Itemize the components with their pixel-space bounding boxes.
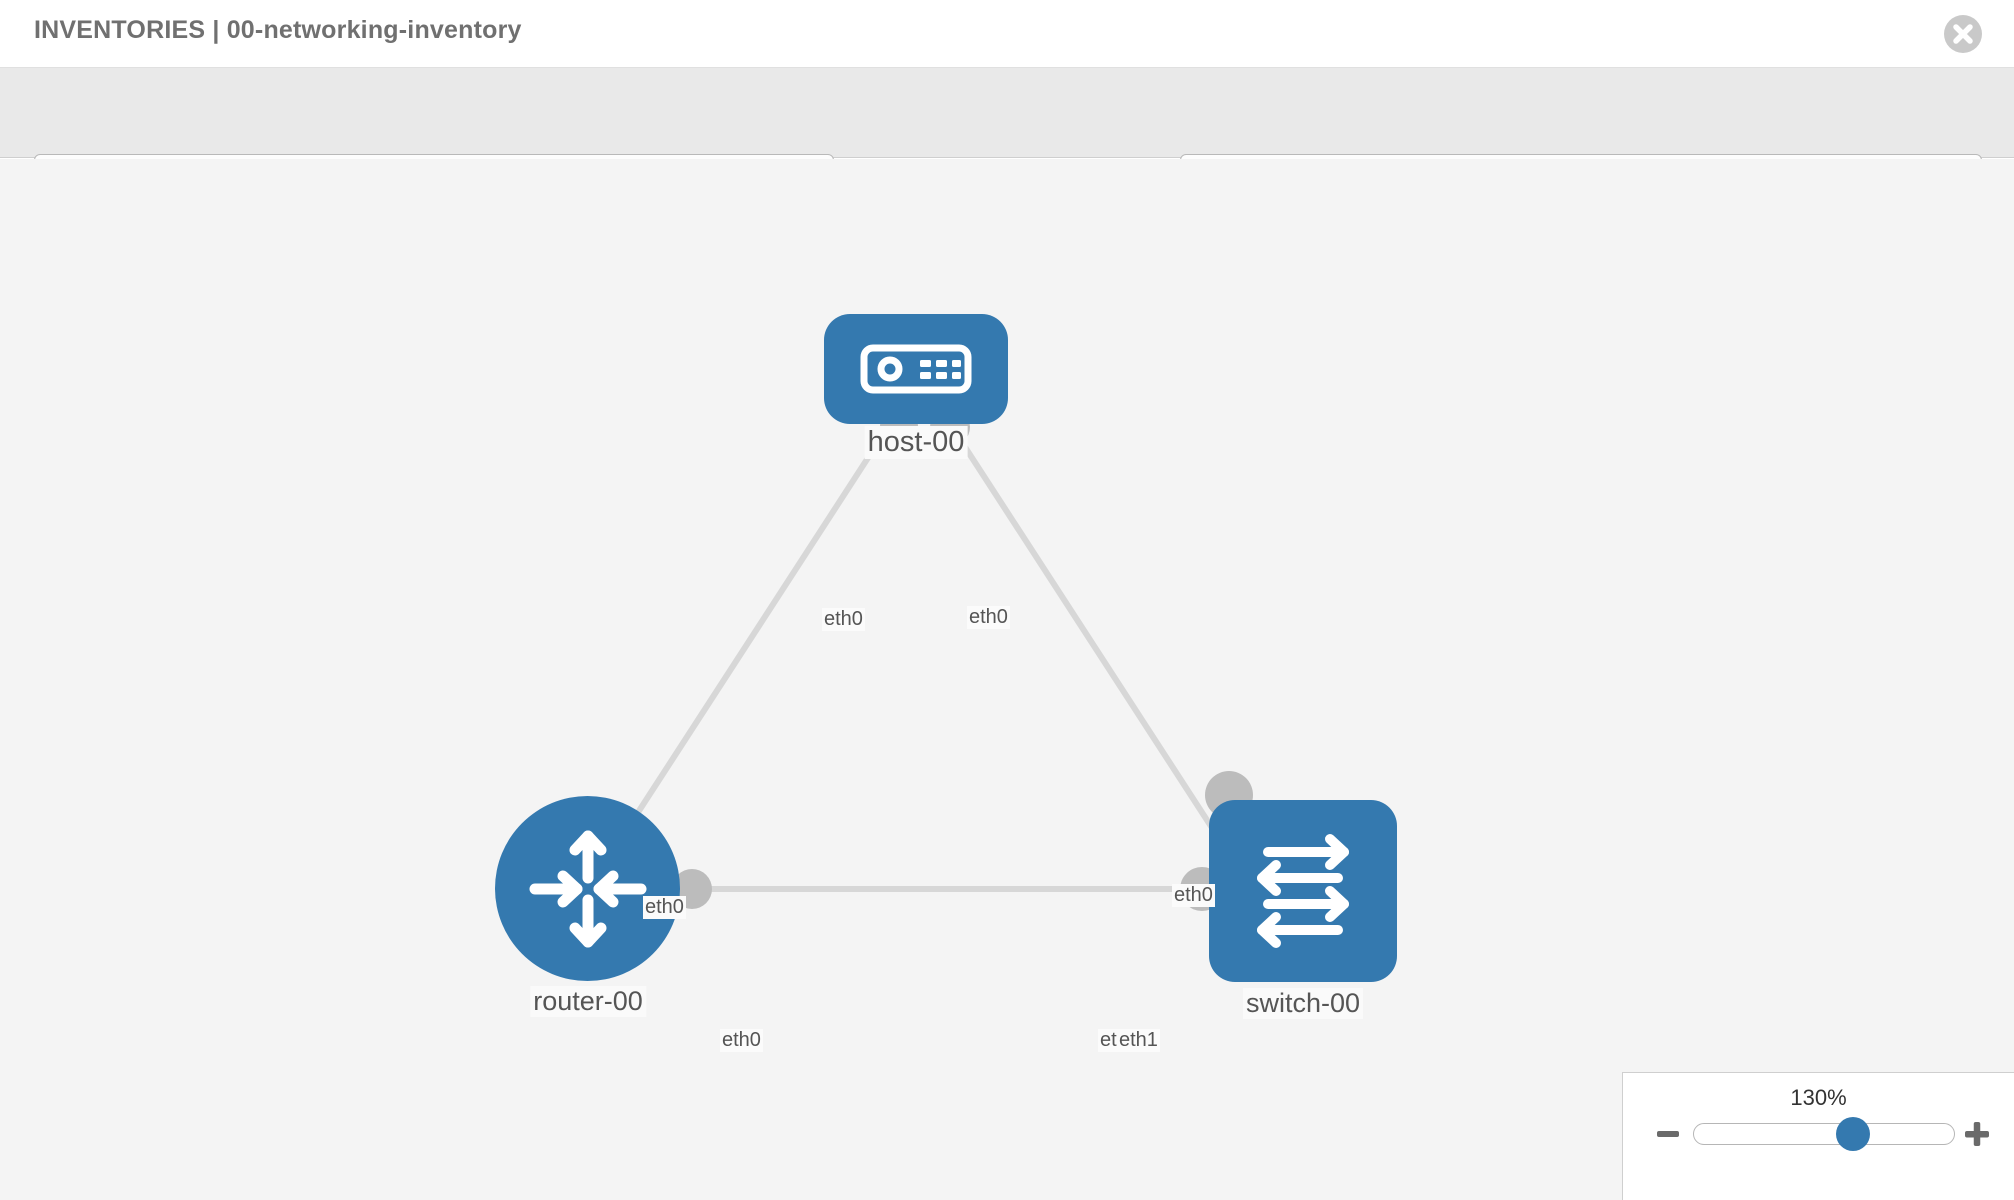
port-label-host-right: eth0 — [967, 606, 1010, 629]
router-arrows-icon — [529, 830, 646, 947]
plus-icon[interactable] — [1962, 1119, 1992, 1149]
router-node-shape[interactable] — [495, 796, 680, 981]
topology-links — [597, 425, 1243, 892]
zoom-level-value: 130% — [1790, 1085, 1847, 1110]
port-label-host-left: eth0 — [822, 608, 865, 631]
port-label-switch-up: eth0 — [1172, 884, 1215, 907]
node-label-router-00: router-00 — [530, 986, 646, 1017]
port-label-router-right: eth0 — [720, 1029, 763, 1052]
host-node-shape[interactable] — [824, 314, 1008, 424]
zoom-slider-thumb[interactable] — [1836, 1117, 1870, 1151]
server-icon — [860, 344, 972, 394]
link-host-router — [597, 425, 891, 873]
close-icon[interactable] — [1944, 15, 1982, 53]
node-label-host-00: host-00 — [864, 426, 968, 459]
port-label-switch-left: eth1 — [1117, 1029, 1160, 1052]
minus-icon[interactable] — [1653, 1119, 1683, 1149]
port-label-router-up: eth0 — [643, 896, 686, 919]
switch-node-shape[interactable] — [1209, 800, 1397, 982]
switch-arrows-icon — [1257, 834, 1349, 948]
zoom-control-panel: 130% — [1622, 1072, 2014, 1200]
node-label-switch-00: switch-00 — [1242, 988, 1364, 1019]
page-title: INVENTORIES | 00-networking-inventory — [34, 16, 522, 44]
link-host-switch — [949, 425, 1243, 873]
topology-canvas[interactable]: host-00 router-00 — [0, 159, 2014, 1200]
toolbar: ACTIONS SEARCH — [0, 68, 2014, 206]
page-header: INVENTORIES | 00-networking-inventory — [0, 0, 2014, 68]
zoom-slider-track[interactable] — [1693, 1117, 1955, 1151]
